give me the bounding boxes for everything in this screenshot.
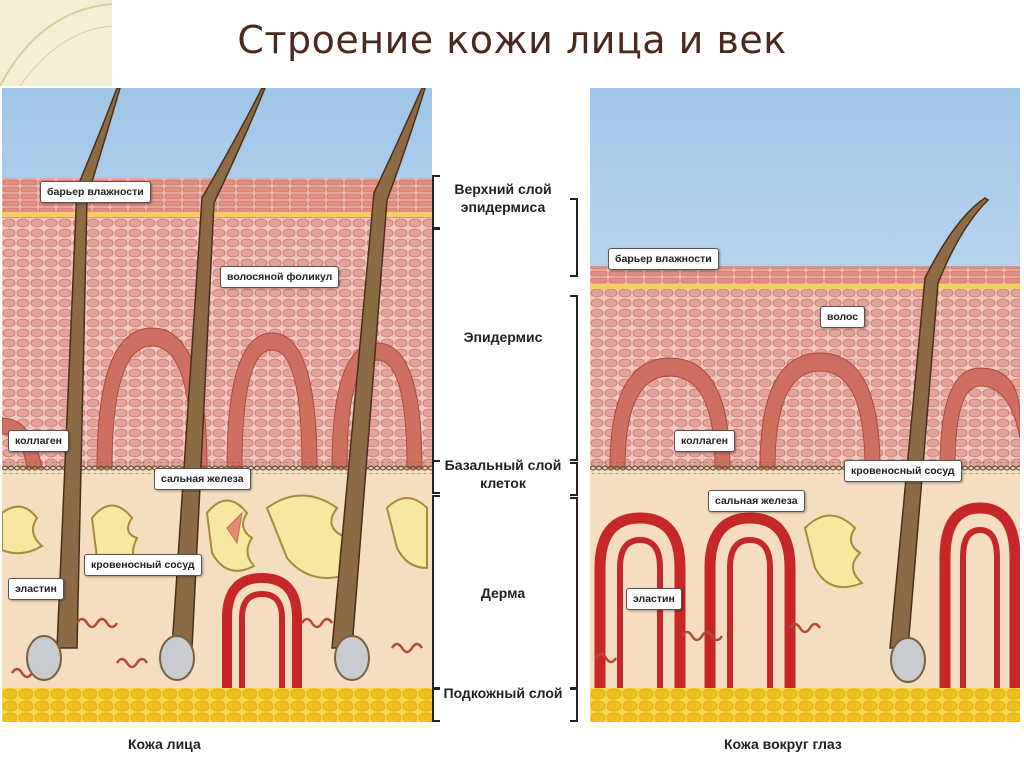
eye-skin-diagram: барьер влажности волос коллаген кровенос… <box>590 88 1020 722</box>
page-title: Строение кожи лица и век <box>237 18 787 62</box>
facial-skin-diagram: барьер влажности волосяной фоликул колла… <box>2 88 432 722</box>
right-caption: Кожа вокруг глаз <box>724 736 842 752</box>
callout-elastin: эластин <box>626 588 682 610</box>
callout-elastin: эластин <box>8 578 64 600</box>
layer-label-epidermis: Эпидермис <box>463 329 543 345</box>
callout-hair: волос <box>820 306 866 328</box>
bracket-right-subcutaneous <box>570 688 578 722</box>
callout-sebaceous-gland: сальная железа <box>154 468 251 490</box>
layer-label-subcutaneous: Подкожный слой <box>443 685 563 701</box>
layer-label-dermis: Дерма <box>480 585 526 601</box>
bracket-right-upper-epidermis <box>570 198 578 277</box>
callout-moisture-barrier: барьер влажности <box>608 248 719 270</box>
bracket-left-basal <box>432 460 440 494</box>
callout-collagen: коллаген <box>674 430 736 452</box>
bracket-right-epidermis <box>570 295 578 461</box>
corner-decoration <box>0 0 112 86</box>
callout-hair-follicle: волосяной фоликул <box>220 266 340 288</box>
callout-moisture-barrier: барьер влажности <box>40 181 151 203</box>
bracket-right-basal <box>570 462 578 496</box>
callout-blood-vessel: кровеносный сосуд <box>844 460 962 482</box>
left-caption: Кожа лица <box>128 736 201 752</box>
layer-label-upper-epidermis: Верхний слой эпидермиса <box>454 181 552 215</box>
callout-sebaceous-gland: сальная железа <box>708 490 805 512</box>
layer-label-basal: Базальный слой клеток <box>444 457 562 491</box>
callout-blood-vessel: кровеносный сосуд <box>84 554 202 576</box>
bracket-left-subcutaneous <box>432 688 440 722</box>
callout-collagen: коллаген <box>8 430 70 452</box>
